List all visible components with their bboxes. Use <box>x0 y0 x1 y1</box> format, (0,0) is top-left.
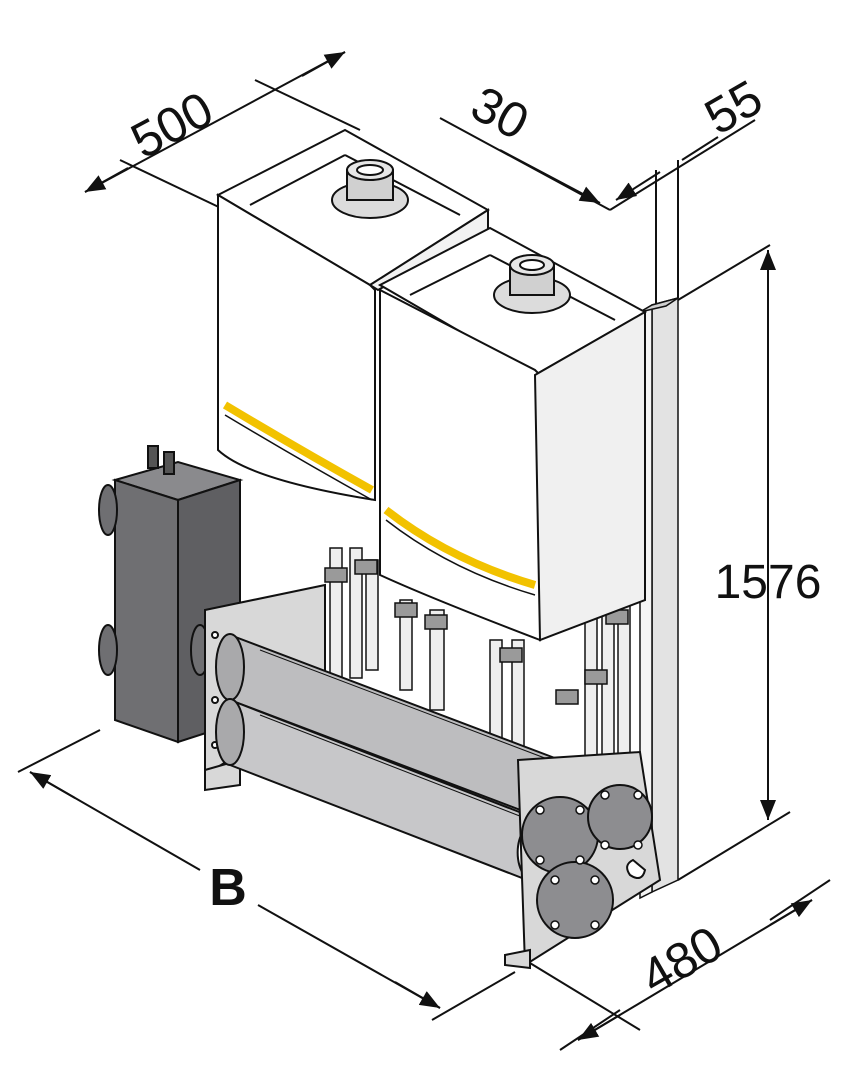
dim-500-label: 500 <box>122 81 222 170</box>
accent-stripe-rear <box>222 401 374 494</box>
shut-off-valves <box>324 559 629 705</box>
dim-1576-label: 1576 <box>715 556 822 609</box>
dimension-lines <box>17 51 831 1051</box>
dim-480-label: 480 <box>631 915 731 1005</box>
flue-outlet-rear-icon <box>331 159 409 219</box>
boiler-front <box>377 226 648 642</box>
flue-outlet-front-icon <box>493 254 571 314</box>
dim-30-label: 30 <box>462 75 537 151</box>
manifold-headers <box>215 633 561 886</box>
boiler-rear <box>215 128 490 502</box>
right-end-plate <box>504 750 662 970</box>
dim-b-label: B <box>209 859 247 917</box>
dim-55-label: 55 <box>695 69 771 145</box>
accent-stripe-front <box>383 506 537 589</box>
